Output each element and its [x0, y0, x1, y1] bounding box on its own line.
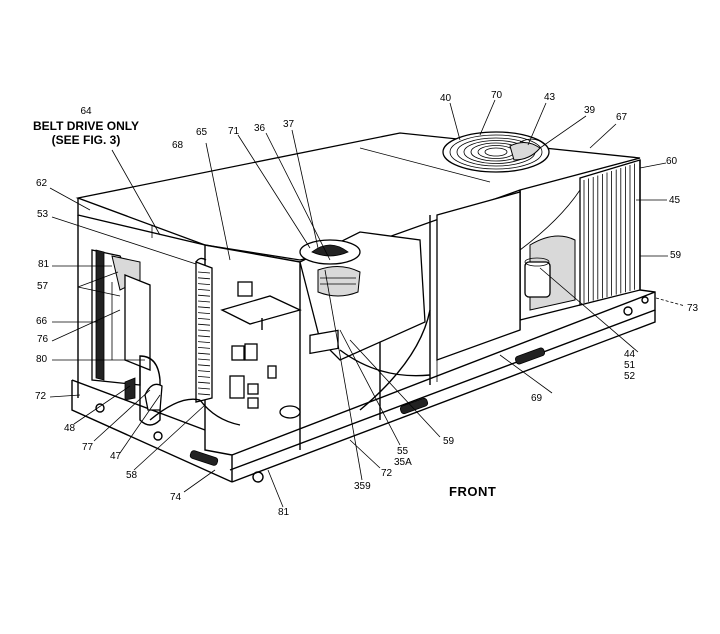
- callout-37: 37: [283, 119, 295, 130]
- condenser-fan-grille: [442, 131, 550, 173]
- callout-39: 39: [584, 105, 596, 116]
- callout-66: 66: [36, 316, 48, 327]
- callout-65: 65: [196, 127, 208, 138]
- callout-67: 67: [616, 112, 628, 123]
- left-filter-panel: [149, 257, 241, 426]
- callout-53: 53: [37, 209, 49, 220]
- callout-81-left: 81: [38, 259, 50, 270]
- callout-73: 73: [687, 303, 699, 314]
- callout-48: 48: [64, 423, 76, 434]
- callout-51: 51: [624, 360, 636, 371]
- callout-359: 359: [354, 481, 371, 492]
- callout-59-bottom: 59: [443, 436, 455, 447]
- callout-60: 60: [666, 156, 678, 167]
- left-end-section: [91, 249, 163, 426]
- callout-52: 52: [624, 371, 636, 382]
- front-label: FRONT: [449, 484, 497, 499]
- callout-71: 71: [228, 126, 240, 137]
- callout-58: 58: [126, 470, 138, 481]
- belt-drive-note: 64 BELT DRIVE ONLY (SEE FIG. 3): [26, 105, 146, 147]
- note-part-number: 64: [80, 106, 92, 117]
- blower-assembly: [299, 231, 431, 411]
- note-line-1: BELT DRIVE ONLY: [32, 119, 139, 133]
- callout-59-right: 59: [670, 250, 682, 261]
- condenser-coil: [519, 159, 641, 321]
- callout-72-left: 72: [35, 391, 47, 402]
- callout-36: 36: [254, 123, 266, 134]
- callout-77: 77: [82, 442, 94, 453]
- callout-76: 76: [37, 334, 49, 345]
- callout-47: 47: [110, 451, 122, 462]
- callout-74: 74: [170, 492, 182, 503]
- callout-40: 40: [440, 93, 452, 104]
- callout-35a: 35A: [394, 457, 412, 468]
- callout-81-bottom: 81: [278, 507, 290, 518]
- leader-lines: [49, 99, 686, 508]
- callout-55: 55: [397, 446, 409, 457]
- callout-80: 80: [36, 354, 48, 365]
- note-line-2: (SEE FIG. 3): [51, 133, 121, 147]
- control-box: [220, 281, 339, 419]
- callout-72-bottom: 72: [381, 468, 393, 479]
- callout-43: 43: [544, 92, 556, 103]
- callout-57: 57: [37, 281, 49, 292]
- callout-44: 44: [624, 349, 636, 360]
- callout-69: 69: [531, 393, 543, 404]
- callout-70: 70: [491, 90, 503, 101]
- callout-62: 62: [36, 178, 48, 189]
- callout-45: 45: [669, 195, 681, 206]
- callout-68: 68: [172, 140, 184, 151]
